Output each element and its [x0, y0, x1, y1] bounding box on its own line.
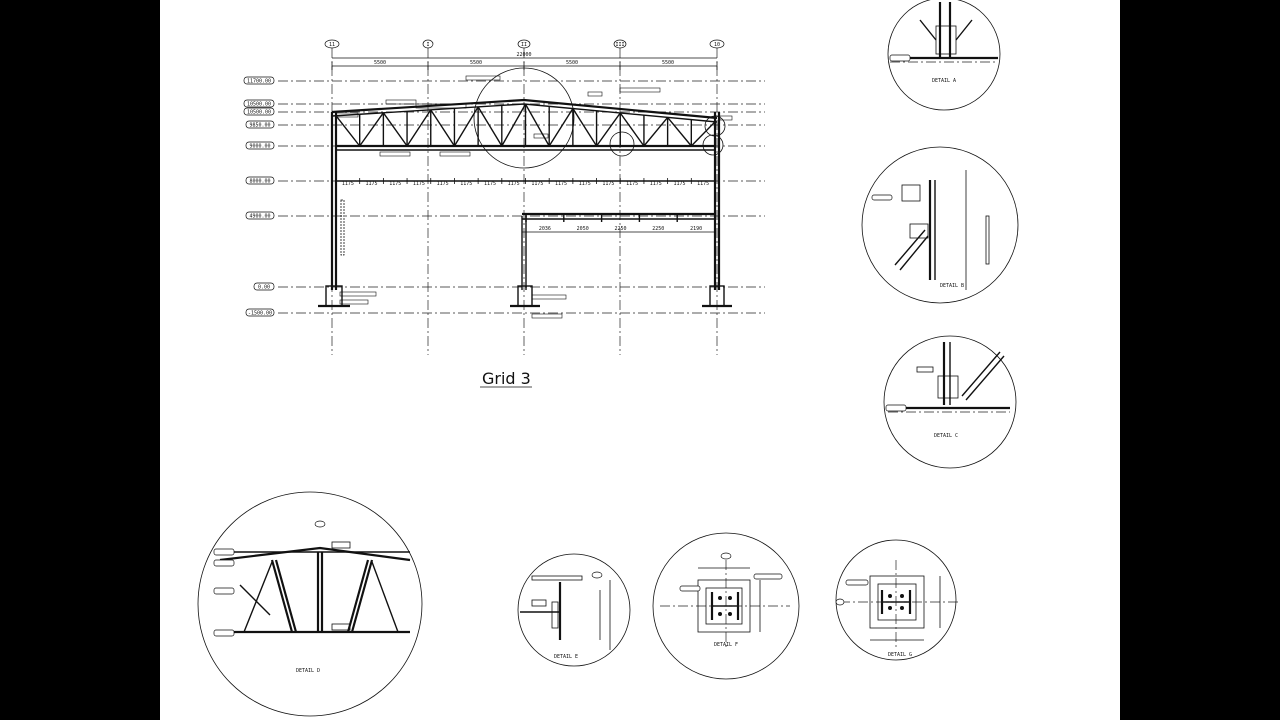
truss-diagonal: [501, 103, 527, 147]
detail-label: DETAIL B: [940, 283, 964, 289]
detail-callout-circle: [473, 67, 575, 169]
purlin-spacing-label: 1175: [413, 181, 425, 187]
mezzanine-spacing-label: 2250: [614, 226, 626, 232]
level-tag-label: 10500.00: [247, 110, 271, 116]
bracing-symbol: [340, 199, 345, 256]
mezzanine-spacing-label: 2050: [577, 226, 589, 232]
level-tag-label: 9000.00: [249, 144, 270, 150]
truss-diagonal: [619, 112, 645, 147]
frame-elevation: 11 I II III 10 22000 5500 5500 5500: [243, 39, 765, 388]
purlin-spacing-label: 1175: [484, 181, 496, 187]
purlin-spacing-label: 1175: [650, 181, 662, 187]
purlin-spacing-label: 1175: [602, 181, 614, 187]
detail-label: DETAIL D: [296, 668, 320, 674]
truss-diagonal: [430, 109, 456, 147]
purlin-spacing-label: 1175: [437, 181, 449, 187]
grid-bubble: 11: [324, 39, 340, 49]
truss-diagonal: [548, 108, 574, 147]
grid-bubble: III: [613, 39, 627, 49]
annotation-tags: [335, 75, 733, 319]
grid-bubble-label: III: [615, 42, 624, 48]
level-tag-label: 10500.00: [247, 102, 271, 108]
grid-bubble-label: I: [426, 42, 429, 48]
truss-diagonal: [335, 115, 361, 147]
purlin-spacing-label: 1175: [342, 181, 354, 187]
column-footings: [318, 285, 732, 308]
purlin-spacing-label: 1175: [555, 181, 567, 187]
grid-bubble: I: [422, 39, 434, 49]
level-tag-label: 0.00: [258, 285, 270, 291]
level-tag: 10500.00: [243, 99, 275, 108]
drawing-sheet: 11 I II III 10 22000 5500 5500 5500: [160, 0, 1120, 720]
level-tag: -1500.00: [245, 308, 275, 317]
mezzanine-spacing-labels: 2036 2050 2250 2250 2190: [525, 214, 702, 232]
level-tag: 10500.00: [243, 107, 275, 116]
level-tag-label: -1500.00: [248, 311, 272, 317]
detail-label: DETAIL F: [714, 642, 738, 648]
bay-span-label: 5500: [470, 60, 482, 66]
level-tag: 11700.00: [243, 76, 275, 85]
purlin-spacing-label: 1175: [579, 181, 591, 187]
level-tag: 9000.00: [245, 141, 275, 150]
detail-a: DETAIL A: [887, 0, 1001, 111]
truss-diagonal: [690, 121, 716, 147]
mezzanine-spacing-label: 2250: [652, 226, 664, 232]
overall-span-label: 22000: [516, 52, 531, 58]
truss-diagonal: [477, 106, 503, 147]
detail-b: DETAIL B: [861, 146, 1019, 304]
grid-lines: [331, 48, 718, 355]
truss-diagonal: [406, 109, 432, 147]
detail-f: DETAIL F: [652, 532, 800, 680]
detail-callout-circle: [609, 131, 635, 157]
purlin-spacing-label: 1175: [673, 181, 685, 187]
purlin-spacing-label: 1175: [626, 181, 638, 187]
truss-diagonal: [667, 116, 692, 147]
detail-d: DETAIL D: [197, 491, 423, 717]
truss-diagonal: [572, 108, 598, 147]
level-tag: 9850.00: [245, 120, 275, 129]
purlin-spacing-label: 1175: [697, 181, 709, 187]
truss-diagonal: [524, 103, 550, 147]
purlin-spacing-label: 1175: [508, 181, 520, 187]
steel-columns: [330, 112, 721, 290]
detail-label: DETAIL G: [888, 652, 912, 658]
truss-diagonal: [595, 112, 621, 147]
detail-label: DETAIL A: [932, 78, 956, 84]
detail-e: DETAIL E: [517, 553, 631, 667]
level-tag-label: 9850.00: [249, 123, 270, 129]
grid-bubble-label: 11: [329, 42, 335, 48]
level-tag: 4900.00: [245, 211, 275, 220]
bay-span-label: 5500: [566, 60, 578, 66]
detail-c: DETAIL C: [883, 335, 1017, 469]
structural-drawing: 11 I II III 10 22000 5500 5500 5500: [197, 0, 1019, 717]
bay-span-label: 5500: [374, 60, 386, 66]
mezzanine-frame: [522, 212, 715, 233]
mezzanine-spacing-label: 2036: [539, 226, 551, 232]
grid-bubble: 10: [709, 39, 725, 49]
level-tag: 8000.00: [245, 176, 275, 185]
detail-label: DETAIL E: [554, 654, 578, 660]
detail-callout-circle: [702, 134, 724, 156]
grid-bubble-label: 10: [714, 42, 720, 48]
level-tag-label: 11700.00: [247, 79, 271, 85]
purlin-spacing-label: 1175: [460, 181, 472, 187]
detail-callout-circle: [704, 115, 726, 137]
purlin-spacing-labels: 1175 1175 1175 1175 1175 1175 1175 1175 1175 1175…: [335, 178, 709, 187]
mezzanine-spacing-label: 2190: [690, 226, 702, 232]
truss-diagonal: [359, 112, 384, 147]
detail-g: DETAIL G: [835, 539, 960, 661]
purlin-spacing-label: 1175: [531, 181, 543, 187]
level-tag: 0.00: [253, 282, 275, 291]
level-tag-label: 8000.00: [249, 179, 270, 185]
truss-diagonal: [382, 112, 408, 147]
grid-bubble: II: [517, 39, 531, 49]
purlin-spacing-label: 1175: [366, 181, 378, 187]
level-tag-label: 4900.00: [249, 214, 270, 220]
detail-label: DETAIL C: [934, 433, 958, 439]
drawing-title: Grid 3: [482, 369, 531, 388]
truss-diagonal: [643, 116, 669, 147]
bay-span-label: 5500: [662, 60, 674, 66]
purlin-spacing-label: 1175: [389, 181, 401, 187]
grid-bubble-label: II: [521, 42, 527, 48]
